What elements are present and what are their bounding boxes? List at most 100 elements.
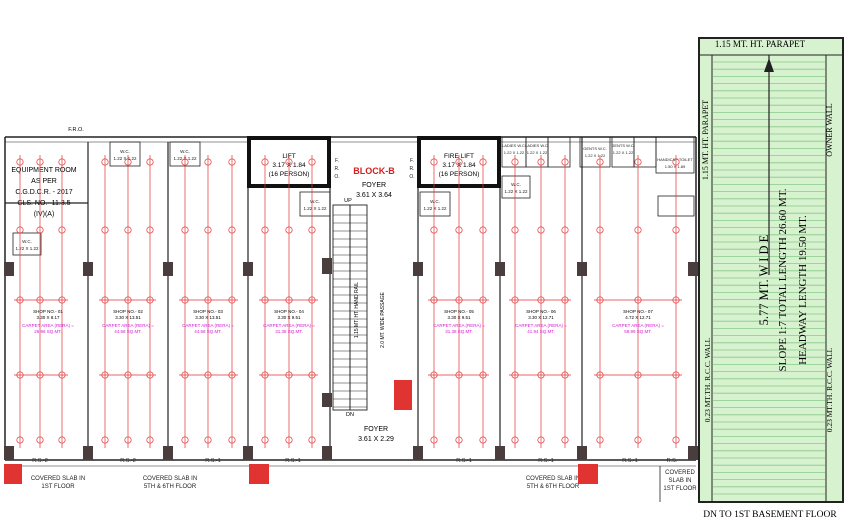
svg-text:COVERED SLAB IN: COVERED SLAB IN: [143, 476, 197, 482]
svg-text:COVERED: COVERED: [665, 470, 695, 476]
svg-text:1.22 X 1.22: 1.22 X 1.22: [585, 153, 606, 158]
svg-text:1.50 X 1.89: 1.50 X 1.89: [665, 164, 686, 169]
svg-text:W.C.: W.C.: [22, 239, 32, 244]
svg-text:44.58 SQ.MT.: 44.58 SQ.MT.: [114, 329, 142, 334]
svg-text:1ST FLOOR: 1ST FLOOR: [41, 484, 75, 490]
svg-text:COVERED SLAB IN: COVERED SLAB IN: [526, 476, 580, 482]
foyer-top-size: 3.61 X 3.64: [356, 192, 392, 199]
partition-walls: [5, 137, 583, 460]
svg-text:F.: F.: [335, 158, 339, 164]
svg-text:W.C.: W.C.: [120, 149, 130, 154]
svg-text:GENTS W.C.: GENTS W.C.: [611, 143, 635, 148]
ramp-slope-label: SLOPE 1:7 TOTAL LENGTH 26.60 MT.: [777, 188, 789, 371]
rcc-wall-left-label: 0.23 MT.TH. R.C.C. WALL: [703, 337, 712, 422]
svg-text:1.22 X 1.22: 1.22 X 1.22: [423, 206, 447, 211]
toilet-block: LADIES W.C. 1.22 X 1.22 LADIES W.C. 1.22…: [501, 136, 695, 174]
svg-text:CLS. NO.- 11.3.5: CLS. NO.- 11.3.5: [17, 200, 70, 207]
shop-02: SHOP NO.- 02 3.30 X 13.51 CARPET AREA (R…: [102, 309, 154, 334]
electrical-layout: [14, 155, 682, 448]
fire-hose-icon: [249, 464, 269, 484]
svg-text:SLAB IN: SLAB IN: [668, 478, 691, 484]
foyer-top-label: FOYER: [362, 182, 386, 189]
svg-text:R.S.-1: R.S.-1: [285, 458, 301, 464]
svg-text:1.22 X 1.22: 1.22 X 1.22: [527, 150, 548, 155]
svg-text:4.72 X 12.71: 4.72 X 12.71: [625, 315, 651, 320]
svg-text:W.C.: W.C.: [310, 199, 320, 204]
ramp-area: [698, 37, 844, 503]
svg-text:3.30 X 8.17: 3.30 X 8.17: [36, 315, 60, 320]
shop-03: SHOP NO.- 03 3.30 X 13.51 CARPET AREA (R…: [182, 309, 234, 334]
svg-text:CARPET AREA (RERA) =: CARPET AREA (RERA) =: [263, 323, 315, 328]
fire-equipment: [4, 380, 598, 484]
side-parapet-label: 1.15 MT. HT. PARAPET: [701, 100, 710, 180]
svg-text:SHOP NO.- 02: SHOP NO.- 02: [113, 309, 143, 314]
svg-text:HANDICAP TOILET: HANDICAP TOILET: [657, 157, 693, 162]
basement-label: DN TO 1ST BASEMENT FLOOR: [703, 510, 837, 520]
fire-hose-icon: [394, 380, 412, 410]
svg-text:CARPET AREA (RERA) =: CARPET AREA (RERA) =: [612, 323, 664, 328]
stair-up-label: UP: [344, 198, 352, 204]
svg-text:SHOP NO.- 03: SHOP NO.- 03: [193, 309, 223, 314]
fire-hose-icon: [4, 464, 22, 484]
svg-text:41.94 SQ.MT.: 41.94 SQ.MT.: [527, 329, 555, 334]
svg-text:W.C.: W.C.: [511, 182, 521, 187]
handrail-label: 1.15 MT. HT. HAND RAIL: [354, 282, 360, 338]
svg-text:5TH & 6TH FLOOR: 5TH & 6TH FLOOR: [527, 484, 580, 490]
fire-hose-icon: [578, 464, 598, 484]
svg-text:O.: O.: [334, 174, 339, 180]
svg-text:31.38 SQ.MT.: 31.38 SQ.MT.: [445, 329, 473, 334]
shop-07: SHOP NO.- 07 4.72 X 12.71 CARPET AREA (R…: [612, 309, 664, 334]
svg-text:LADIES W.C.: LADIES W.C.: [502, 143, 526, 148]
shop-04: SHOP NO.- 04 3.30 X 9.51 CARPET AREA (RE…: [263, 309, 315, 334]
rolling-shutters: R.S.-2 R.S.-2 R.S.-1 R.S.-1 R.S.-1 R.S.-…: [32, 458, 678, 464]
svg-text:CARPET AREA (RERA) =: CARPET AREA (RERA) =: [182, 323, 234, 328]
ramp-width-label: 5.77 MT. W I D E: [757, 234, 771, 325]
shop-05: SHOP NO.- 05 3.30 X 9.51 CARPET AREA (RE…: [433, 309, 485, 334]
svg-text:3.30 X 9.51: 3.30 X 9.51: [447, 315, 471, 320]
svg-text:31.38 SQ.MT.: 31.38 SQ.MT.: [275, 329, 303, 334]
svg-text:1.22 X 1.22: 1.22 X 1.22: [113, 156, 137, 161]
ramp: 1.15 MT. HT. PARAPET 1.15 MT. HT. PARAPE…: [698, 37, 844, 520]
svg-text:AS PER: AS PER: [31, 178, 57, 185]
svg-text:1.22 X 1.22: 1.22 X 1.22: [15, 246, 39, 251]
rcc-wall-right-label: 0.23 MT.TH. R.C.C. WALL: [825, 347, 834, 432]
svg-text:1.22 X 1.22: 1.22 X 1.22: [613, 150, 634, 155]
svg-text:W.C.: W.C.: [430, 199, 440, 204]
svg-text:SHOP NO.- 01: SHOP NO.- 01: [33, 309, 63, 314]
stair: UP DN 1.15 MT. HT. HAND RAIL: [332, 198, 368, 418]
svg-text:59.99 SQ.MT.: 59.99 SQ.MT.: [624, 329, 652, 334]
svg-text:SHOP NO.- 05: SHOP NO.- 05: [444, 309, 474, 314]
svg-text:R.S.-1: R.S.-1: [456, 458, 472, 464]
equipment-room: EQUIPMENT ROOM AS PER C.G.D.C.R. - 2017 …: [11, 167, 76, 218]
svg-text:O.: O.: [409, 174, 414, 180]
svg-text:(IV)(A): (IV)(A): [34, 211, 55, 218]
svg-text:R.S.-2: R.S.-2: [32, 458, 48, 464]
shop-06: SHOP NO.- 06 3.30 X 12.71 CARPET AREA (R…: [515, 309, 567, 334]
svg-text:3.30 X 9.51: 3.30 X 9.51: [277, 315, 301, 320]
svg-text:SHOP NO.- 04: SHOP NO.- 04: [274, 309, 304, 314]
svg-text:SHOP NO.- 07: SHOP NO.- 07: [623, 309, 653, 314]
svg-text:1ST FLOOR: 1ST FLOOR: [663, 486, 697, 492]
top-parapet-label: 1.15 MT. HT. PARAPET: [715, 39, 806, 49]
passage-label: 2.0 MT. WIDE PASSAGE: [380, 291, 386, 347]
headway-label: HEADWAY LENGTH 19.50 MT.: [797, 215, 809, 365]
shop-01: SHOP NO.- 01 3.30 X 8.17 CARPET AREA (RE…: [22, 309, 74, 334]
stair-dn-label: DN: [346, 412, 354, 418]
svg-text:3.30 X 13.51: 3.30 X 13.51: [195, 315, 221, 320]
fro-label: F.R.O.: [68, 127, 84, 133]
svg-text:R.S.-1: R.S.-1: [622, 458, 638, 464]
svg-text:R.S.-1: R.S.-1: [205, 458, 221, 464]
svg-text:CARPET AREA (RERA) =: CARPET AREA (RERA) =: [515, 323, 567, 328]
svg-text:F.: F.: [410, 158, 414, 164]
svg-text:1.22 X 1.22: 1.22 X 1.22: [303, 206, 327, 211]
fro-vertical: F. R. O. F. R. O.: [334, 158, 414, 180]
svg-text:3.30 X 13.51: 3.30 X 13.51: [115, 315, 141, 320]
owner-wall-label: OWNER WALL: [825, 103, 834, 157]
svg-text:5TH & 6TH FLOOR: 5TH & 6TH FLOOR: [144, 484, 197, 490]
svg-text:EQUIPMENT ROOM: EQUIPMENT ROOM: [11, 167, 76, 174]
svg-text:C.G.D.C.R. - 2017: C.G.D.C.R. - 2017: [15, 189, 72, 196]
svg-text:1.22 X 1.22: 1.22 X 1.22: [504, 189, 528, 194]
covered-slabs: COVERED SLAB IN 1ST FLOOR COVERED SLAB I…: [31, 466, 697, 502]
shop-labels: SHOP NO.- 01 3.30 X 8.17 CARPET AREA (RE…: [22, 309, 664, 334]
